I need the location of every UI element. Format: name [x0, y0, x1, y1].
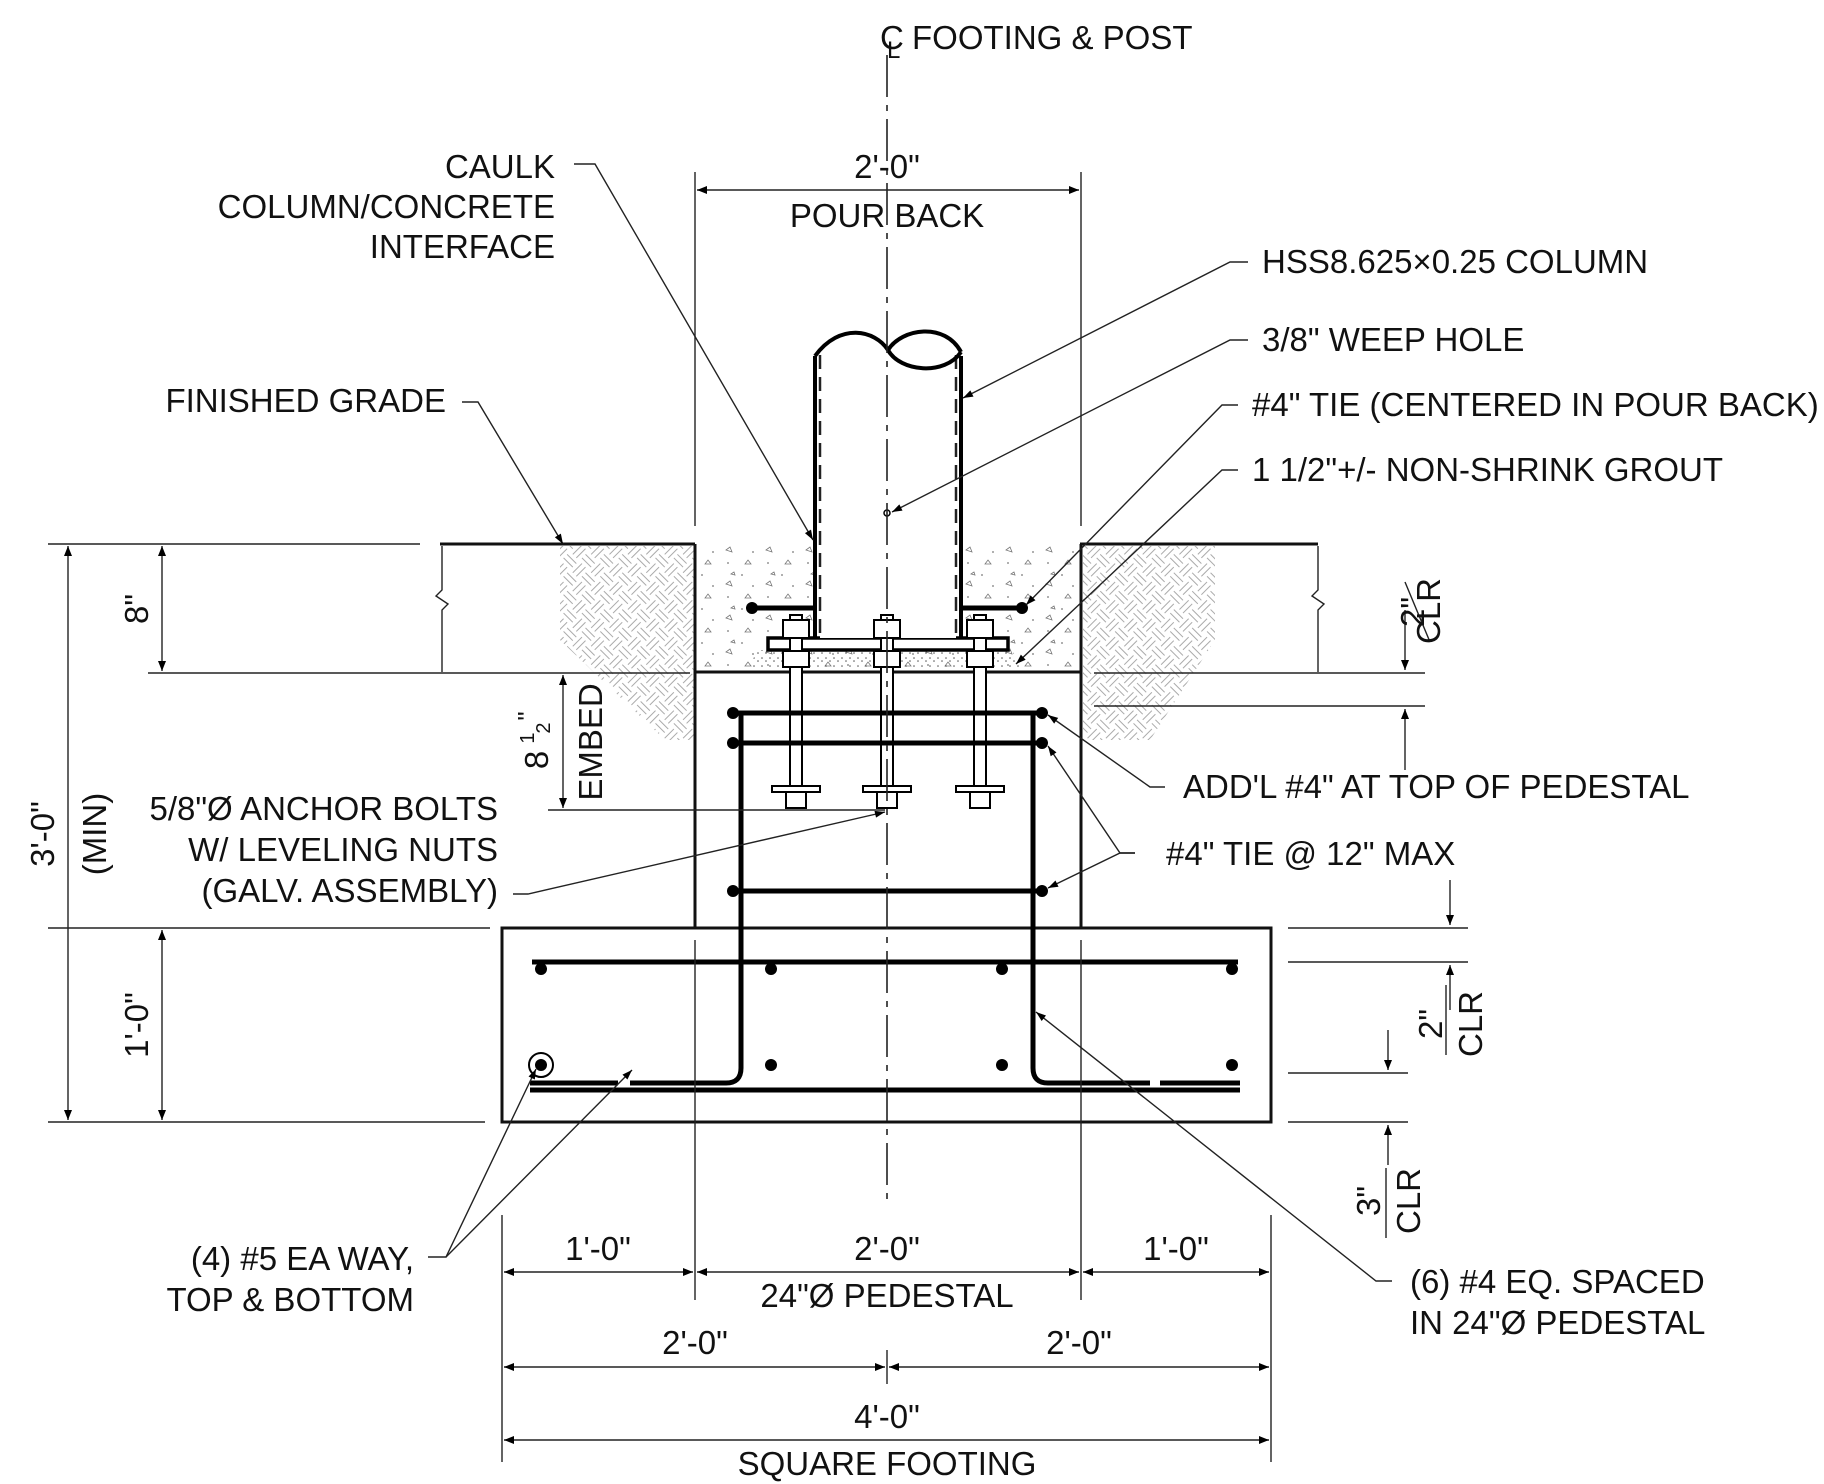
soil-hatch-right	[1083, 546, 1215, 740]
finished-grade-label: FINISHED GRADE	[165, 382, 446, 419]
ties-max-label: #4" TIE @ 12" MAX	[1166, 835, 1455, 872]
addl-top-label: ADD'L #4" AT TOP OF PEDESTAL	[1183, 768, 1690, 805]
embed-value: 8	[518, 751, 555, 769]
leader-lines	[428, 163, 1392, 1282]
footing-top-bars	[532, 959, 1238, 975]
anchor-bolt-left	[771, 614, 821, 809]
total-depth: 3'-0"	[24, 801, 61, 867]
clear-top-text: 2" CLR	[1394, 578, 1447, 644]
finished-grade-line	[434, 542, 1326, 672]
caulk-line-2: COLUMN/CONCRETE	[218, 188, 555, 225]
pour-back-label: POUR BACK	[790, 197, 984, 234]
pedestal-vertical-bars	[630, 713, 1150, 1086]
half-left-dim: 2'-0"	[662, 1324, 728, 1361]
anchor-bolts-line-3: (GALV. ASSEMBLY)	[201, 872, 498, 909]
centerline-title-text: FOOTING & POST	[912, 19, 1193, 56]
pedestal-label: 24"Ø PEDESTAL	[760, 1277, 1013, 1314]
embed-fraction-num: 1	[517, 732, 539, 743]
anchor-bolts-line-1: 5/8"Ø ANCHOR BOLTS	[149, 790, 498, 827]
clr-bot-value: 3"	[1350, 1186, 1387, 1216]
centerline-symbol-l: L	[887, 37, 900, 64]
pour-back-width: 2'-0"	[854, 148, 920, 185]
clr-top-value: 2"	[1394, 597, 1431, 627]
column-label: HSS8.625×0.25 COLUMN	[1262, 243, 1648, 280]
clr-mid-label: CLR	[1452, 991, 1489, 1057]
centerline-title: C L FOOTING & POST	[880, 19, 1193, 64]
footing-depth: 1'-0"	[118, 992, 155, 1058]
clr-bot-label: CLR	[1390, 1168, 1427, 1234]
caulk-note: CAULK COLUMN/CONCRETE INTERFACE	[218, 148, 555, 265]
total-depth-note: (MIN)	[76, 793, 113, 875]
footing-bars-note: (4) #5 EA WAY, TOP & BOTTOM	[166, 1240, 414, 1318]
dimension-lines	[64, 186, 1454, 1444]
clear-mid-text: 2" CLR	[1412, 985, 1489, 1057]
weep-hole-label: 3/8" WEEP HOLE	[1262, 321, 1524, 358]
footing-bars-line-2: TOP & BOTTOM	[166, 1281, 414, 1318]
anchor-bolts-line-2: W/ LEVELING NUTS	[188, 831, 498, 868]
embed-label: EMBED	[572, 683, 609, 800]
footing-label: SQUARE FOOTING	[738, 1445, 1037, 1482]
pedestal-width-dim: 2'-0"	[854, 1230, 920, 1267]
pour-back-depth: 8"	[118, 594, 155, 624]
clr-top-label: CLR	[1410, 578, 1447, 644]
footing-bottom-bars	[528, 1052, 1240, 1093]
footing-width-dim: 4'-0"	[854, 1398, 920, 1435]
anchor-bolts-note: 5/8"Ø ANCHOR BOLTS W/ LEVELING NUTS (GAL…	[149, 790, 498, 909]
clr-mid-value: 2"	[1412, 1009, 1449, 1039]
embed-fraction-den: 2	[533, 722, 555, 733]
caulk-line-1: CAULK	[445, 148, 555, 185]
pedestal-bars-note: (6) #4 EQ. SPACED IN 24"Ø PEDESTAL	[1410, 1263, 1705, 1341]
embed-dimension-text: 8 1 2 "	[512, 711, 555, 769]
pedestal-bars-line-1: (6) #4 EQ. SPACED	[1410, 1263, 1705, 1300]
embed-inch: "	[512, 711, 542, 720]
clear-bot-text: 3" CLR	[1350, 1168, 1427, 1238]
anchor-bolt-right	[955, 614, 1005, 809]
right-offset-dim: 1'-0"	[1143, 1230, 1209, 1267]
hss-column	[813, 329, 963, 638]
centerline-symbol-c: C	[880, 19, 904, 56]
pedestal-outline	[693, 672, 1083, 928]
pedestal-bars-line-2: IN 24"Ø PEDESTAL	[1410, 1304, 1705, 1341]
footing-bars-line-1: (4) #5 EA WAY,	[191, 1240, 414, 1277]
half-right-dim: 2'-0"	[1046, 1324, 1112, 1361]
extension-lines	[48, 172, 1468, 1462]
left-offset-dim: 1'-0"	[565, 1230, 631, 1267]
caulk-line-3: INTERFACE	[370, 228, 555, 265]
soil-hatch-left	[560, 546, 695, 740]
grout-label: 1 1/2"+/- NON-SHRINK GROUT	[1252, 451, 1723, 488]
pour-back-tie-rebar	[746, 602, 1028, 614]
tie-pour-back-label: #4" TIE (CENTERED IN POUR BACK)	[1252, 386, 1819, 423]
